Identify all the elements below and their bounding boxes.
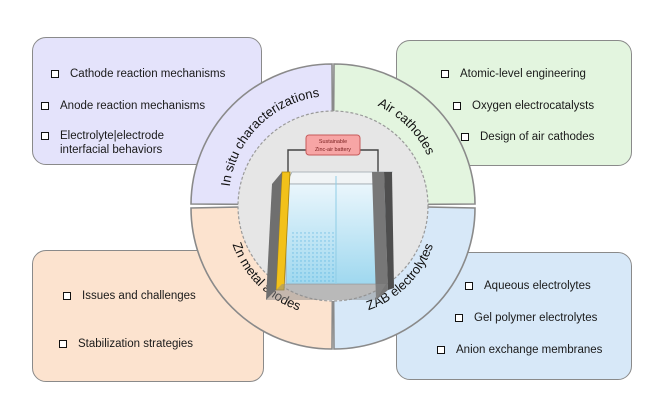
list-item: Issues and challenges (63, 289, 196, 303)
list-item: Electrolyte|electrode interfacial behavi… (41, 129, 164, 157)
list-item: Design of air cathodes (461, 130, 594, 144)
badge-line-2: Zinc-air battery (315, 147, 351, 153)
item-label: Atomic-level engineering (460, 68, 586, 80)
badge-line-1: Sustainable (319, 139, 347, 145)
item-label: Anion exchange membranes (456, 344, 603, 356)
list-item: Cathode reaction mechanisms (51, 67, 225, 81)
panel-in-situ-characterizations: Cathode reaction mechanisms Anode reacti… (32, 37, 262, 165)
list-item: Stabilization strategies (59, 337, 193, 351)
list-item: Anode reaction mechanisms (41, 99, 205, 113)
square-bullet-icon (41, 102, 49, 110)
square-bullet-icon (41, 132, 49, 140)
item-label: Cathode reaction mechanisms (70, 68, 226, 80)
square-bullet-icon (59, 340, 67, 348)
item-label: Aqueous electrolytes (484, 280, 591, 292)
square-bullet-icon (437, 346, 445, 354)
list-item: Oxygen electrocatalysts (453, 99, 594, 113)
item-label: Anode reaction mechanisms (60, 100, 206, 112)
item-label: Stabilization strategies (78, 338, 194, 350)
square-bullet-icon (63, 292, 71, 300)
item-label: Issues and challenges (82, 290, 196, 302)
square-bullet-icon (51, 70, 59, 78)
item-label: Oxygen electrocatalysts (472, 100, 595, 112)
square-bullet-icon (453, 102, 461, 110)
item-label: Electrolyte|electrode interfacial behavi… (60, 130, 164, 156)
list-item: Gel polymer electrolytes (455, 311, 597, 325)
list-item: Atomic-level engineering (441, 67, 586, 81)
square-bullet-icon (461, 133, 469, 141)
list-item: Anion exchange membranes (437, 343, 602, 357)
panel-zn-metal-anodes: Issues and challenges Stabilization stra… (32, 250, 264, 382)
sustainable-zab-badge (305, 134, 361, 156)
item-label: Design of air cathodes (480, 131, 595, 143)
zinc-air-battery-icon (266, 149, 394, 300)
list-item: Aqueous electrolytes (465, 279, 591, 293)
panel-air-cathodes: Atomic-level engineering Oxygen electroc… (396, 40, 632, 166)
square-bullet-icon (441, 70, 449, 78)
square-bullet-icon (455, 314, 463, 322)
item-label: Gel polymer electrolytes (474, 312, 598, 324)
square-bullet-icon (465, 282, 473, 290)
